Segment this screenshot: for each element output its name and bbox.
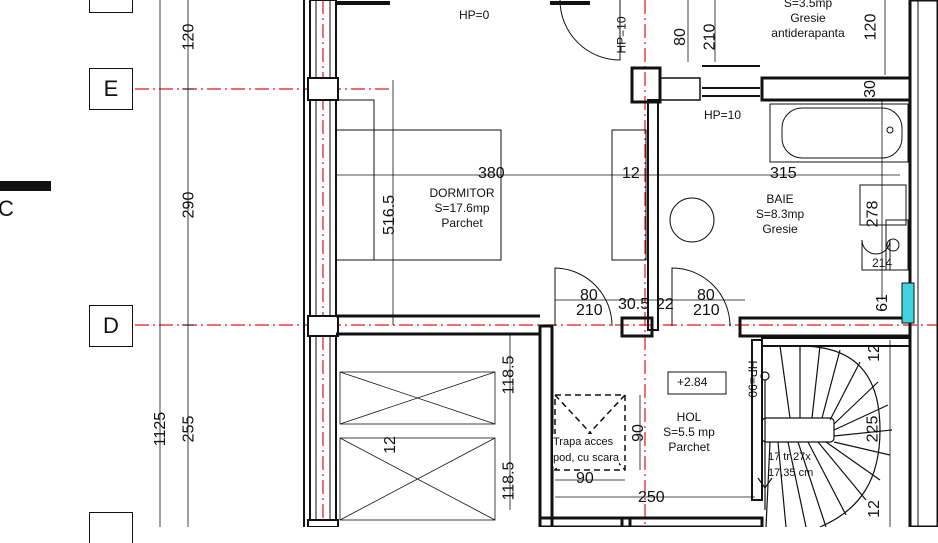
cyan-element	[901, 282, 915, 324]
stairs	[757, 345, 893, 527]
room-finish-2: antiderapanta	[771, 26, 845, 40]
dim-255: 255	[180, 415, 198, 443]
room-baie: BAIE S=8.3mp Gresie	[740, 192, 820, 237]
dim-210-b: 210	[693, 302, 720, 319]
dim-90-h: 90	[576, 470, 594, 487]
dim-22: 22	[656, 296, 674, 313]
room-area: S=5.5 mp	[663, 425, 715, 439]
dimension-lines	[159, 0, 900, 527]
dim-225: 225	[864, 415, 882, 443]
dim-80-top: 80	[671, 28, 689, 46]
room-area: S=3.5mp	[783, 0, 833, 10]
grid-label-d: D	[89, 305, 133, 347]
dim-120-right: 120	[862, 13, 880, 41]
note-trapa: Trapa acces pod, cu scara	[553, 434, 620, 466]
dim-118-5-b: 118.5	[500, 461, 518, 501]
note-hp10-vertical: HP=10	[614, 16, 629, 54]
level-mark: +2.84	[677, 375, 708, 389]
dim-30-5: 30.5	[618, 296, 650, 313]
room-dormitor: DORMITOR S=17.6mp Parchet	[420, 186, 504, 231]
level-box	[667, 371, 727, 395]
room-top: S=3.5mp Gresie antiderapanta	[762, 0, 854, 41]
floor-plan	[0, 0, 938, 527]
dim-214: 214	[872, 256, 893, 270]
dim-250: 250	[638, 489, 665, 506]
note-trapa-line2: pod, cu scara	[553, 452, 620, 464]
dim-12: 12	[622, 165, 640, 182]
dim-30-right: 30	[861, 80, 879, 98]
note-hp90: HP=90	[745, 360, 760, 398]
room-area: S=17.6mp	[434, 201, 490, 215]
grid-c-bar	[0, 181, 51, 191]
dim-12-right: 12	[865, 344, 883, 362]
room-hol: HOL S=5.5 mp Parchet	[650, 410, 728, 455]
dim-315: 315	[770, 165, 797, 182]
dim-61: 61	[873, 294, 891, 312]
dim-80-a: 80	[580, 287, 598, 304]
doors	[554, 0, 731, 327]
dim-278: 278	[864, 200, 882, 228]
grid-label-e: E	[89, 68, 133, 110]
note-hp10: HP=10	[704, 108, 742, 122]
room-finish: Gresie	[762, 222, 798, 236]
room-finish: Parchet	[668, 440, 710, 454]
dim-120-left: 120	[180, 23, 198, 51]
dim-210-a: 210	[576, 302, 603, 319]
note-trapa-line1: Trapa acces	[553, 436, 614, 448]
hatch-block	[339, 371, 496, 521]
dim-380: 380	[478, 165, 505, 182]
room-finish: Parchet	[441, 216, 483, 230]
dim-118-5-a: 118.5	[500, 355, 518, 395]
note-stairs-line2: 17,35 cm	[768, 467, 814, 479]
room-finish: Gresie	[790, 11, 826, 25]
dim-80-b: 80	[697, 287, 715, 304]
grid-label-bottom-partial	[89, 512, 133, 543]
dim-1125: 1125	[152, 411, 170, 447]
dim-12-b: 12	[381, 436, 399, 454]
note-stairs: 17 tr 27x 17,35 cm	[768, 449, 813, 481]
room-name: BAIE	[766, 192, 794, 206]
grid-label-top-partial	[89, 0, 133, 13]
room-name: DORMITOR	[429, 186, 495, 200]
room-area: S=8.3mp	[755, 207, 805, 221]
dim-12-bottom: 12	[865, 500, 883, 518]
dim-210-top: 210	[701, 23, 719, 51]
bath-fixtures	[669, 103, 909, 271]
dim-90-v: 90	[629, 424, 647, 442]
dim-290: 290	[180, 191, 198, 219]
note-stairs-line1: 17 tr 27x	[768, 451, 811, 463]
bed	[335, 99, 647, 261]
axis-lines	[135, 0, 938, 527]
room-name: HOL	[676, 410, 702, 424]
walls	[303, 0, 938, 527]
grid-label-c: C	[0, 196, 14, 221]
note-hp0: HP=0	[459, 8, 490, 22]
dim-516-5: 516.5	[381, 194, 399, 236]
